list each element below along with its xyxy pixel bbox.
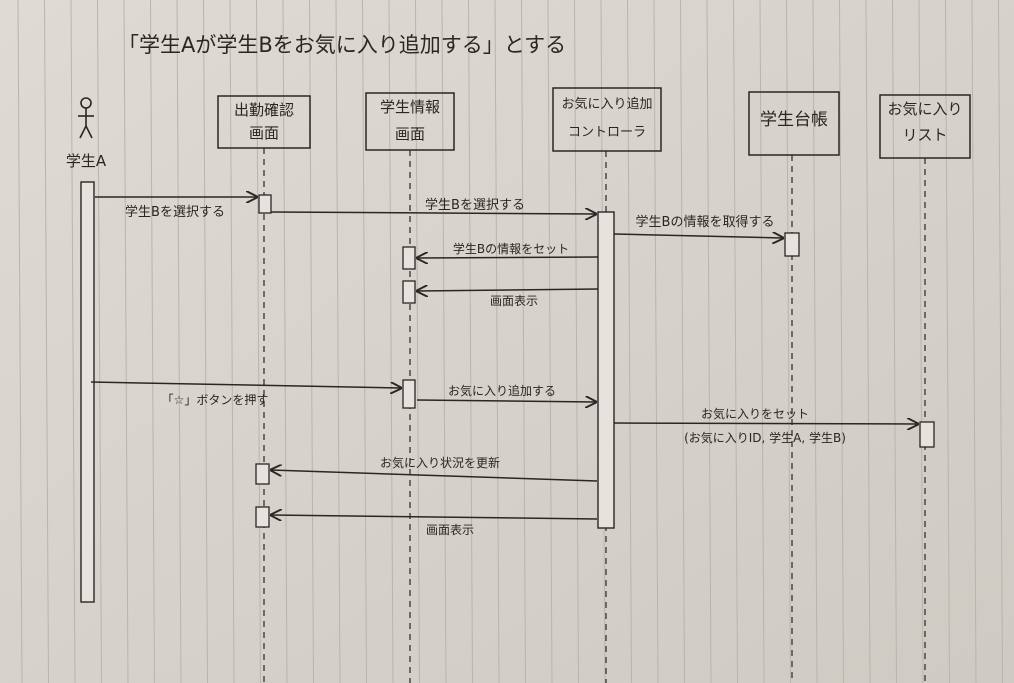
ruled-line bbox=[892, 0, 897, 683]
ruled-line bbox=[759, 0, 765, 683]
message-display-screen-2: 画面表示 bbox=[271, 515, 598, 537]
ruled-line bbox=[229, 0, 235, 683]
ruled-line bbox=[123, 0, 129, 683]
message-display-screen-1: 画面表示 bbox=[417, 289, 599, 308]
message-arrow bbox=[416, 400, 596, 402]
ruled-line bbox=[176, 0, 182, 683]
message-label: お気に入り追加する bbox=[448, 383, 556, 398]
ruled-line bbox=[415, 0, 420, 683]
participant-label-line1: 学生台帳 bbox=[760, 110, 828, 130]
activation-box bbox=[402, 280, 416, 304]
message-arrow bbox=[271, 515, 598, 519]
message-press-star-button: 「☆」ボタンを押す bbox=[90, 381, 401, 407]
stick-figure-icon bbox=[78, 97, 94, 139]
ruled-line bbox=[945, 0, 950, 683]
message-arrow bbox=[271, 470, 598, 482]
message-arrow bbox=[270, 212, 596, 214]
ruled-line bbox=[282, 0, 288, 683]
message-sublabel: (お気に入りID, 学生A, 学生B) bbox=[684, 430, 846, 445]
ruled-line bbox=[733, 0, 738, 683]
message-label: 学生Bを選択する bbox=[425, 197, 525, 213]
message-arrow bbox=[613, 234, 783, 238]
ruled-line bbox=[971, 0, 977, 683]
participant-box bbox=[748, 91, 840, 156]
message-set-favorite: お気に入りをセット (お気に入りID, 学生A, 学生B) bbox=[613, 406, 918, 445]
participant-label-line2: 画面 bbox=[395, 125, 425, 143]
message-label: お気に入りをセット bbox=[701, 406, 809, 421]
message-label: お気に入り状況を更新 bbox=[380, 455, 500, 470]
ruled-line bbox=[494, 0, 500, 683]
ruled-line bbox=[335, 0, 341, 683]
message-get-student-info: 学生Bの情報を取得する bbox=[613, 214, 783, 238]
ruled-line bbox=[44, 0, 49, 683]
activation-box bbox=[919, 421, 935, 448]
diagram-title: 「学生Aが学生Bをお気に入り追加する」とする bbox=[118, 33, 566, 57]
actor-student-a: 学生A bbox=[66, 97, 107, 603]
message-arrow bbox=[417, 257, 599, 258]
ruled-line bbox=[574, 0, 579, 683]
ruled-line bbox=[786, 0, 791, 683]
message-label: 画面表示 bbox=[426, 523, 474, 537]
message-label: 「☆」ボタンを押す bbox=[162, 393, 269, 407]
ruled-line bbox=[547, 0, 553, 683]
participant-controller: お気に入り追加 コントローラ bbox=[552, 87, 662, 683]
message-select-student-b: 学生Bを選択する bbox=[95, 197, 257, 220]
participant-label-line1: 出勤確認 bbox=[234, 101, 294, 119]
participant-favlist: お気に入り リスト bbox=[879, 94, 971, 683]
notebook-ruled-lines bbox=[17, 0, 1003, 683]
participant-kinmu: 出勤確認 画面 bbox=[217, 95, 311, 683]
activation-box bbox=[784, 232, 800, 257]
ruled-line bbox=[17, 0, 23, 683]
ruled-line bbox=[865, 0, 871, 683]
participant-label-line2: 画面 bbox=[249, 124, 279, 142]
message-add-favorite: お気に入り追加する bbox=[416, 383, 596, 402]
activation-box bbox=[402, 246, 416, 270]
ruled-line bbox=[680, 0, 685, 683]
ruled-line bbox=[706, 0, 712, 683]
activation-bar bbox=[597, 211, 615, 529]
activation-box bbox=[402, 379, 416, 409]
message-select-student-b-forward: 学生Bを選択する bbox=[270, 197, 596, 214]
ruled-line bbox=[70, 0, 76, 683]
ruled-line bbox=[256, 0, 261, 683]
ruled-line bbox=[388, 0, 394, 683]
message-label: 画面表示 bbox=[490, 294, 538, 308]
ruled-line bbox=[441, 0, 447, 683]
message-update-favorite-status: お気に入り状況を更新 bbox=[271, 455, 598, 482]
participant-daicho: 学生台帳 bbox=[748, 91, 840, 683]
ruled-line bbox=[521, 0, 526, 683]
message-arrow bbox=[613, 423, 918, 424]
message-set-student-info: 学生Bの情報をセット bbox=[417, 241, 599, 258]
message-label: 学生Bの情報をセット bbox=[453, 241, 569, 256]
ruled-line bbox=[203, 0, 208, 683]
participant-label-line1: 学生情報 bbox=[380, 98, 440, 116]
ruled-line bbox=[653, 0, 659, 683]
message-arrow bbox=[90, 381, 401, 388]
ruled-line bbox=[468, 0, 473, 683]
ruled-line bbox=[362, 0, 367, 683]
activation-box bbox=[258, 194, 272, 214]
ruled-line bbox=[918, 0, 924, 683]
participant-box bbox=[552, 87, 662, 152]
ruled-line bbox=[812, 0, 818, 683]
participant-label-line1: お気に入り bbox=[887, 100, 962, 118]
message-label: 学生Bの情報を取得する bbox=[636, 214, 775, 230]
ruled-line bbox=[97, 0, 102, 683]
message-label: 学生Bを選択する bbox=[125, 204, 225, 220]
ruled-line bbox=[627, 0, 632, 683]
ruled-line bbox=[839, 0, 844, 683]
participant-label-line2: リスト bbox=[902, 126, 947, 144]
actor-name: 学生A bbox=[66, 152, 107, 170]
participant-label-line2: コントローラ bbox=[568, 125, 646, 140]
ruled-line bbox=[998, 0, 1003, 683]
message-arrow bbox=[417, 289, 599, 291]
activation-box bbox=[255, 463, 270, 485]
participant-gakusei: 学生情報 画面 bbox=[365, 92, 455, 683]
participant-label-line1: お気に入り追加 bbox=[561, 96, 652, 112]
ruled-line bbox=[150, 0, 155, 683]
activation-box bbox=[255, 506, 270, 528]
actor-activation-bar bbox=[80, 181, 95, 603]
